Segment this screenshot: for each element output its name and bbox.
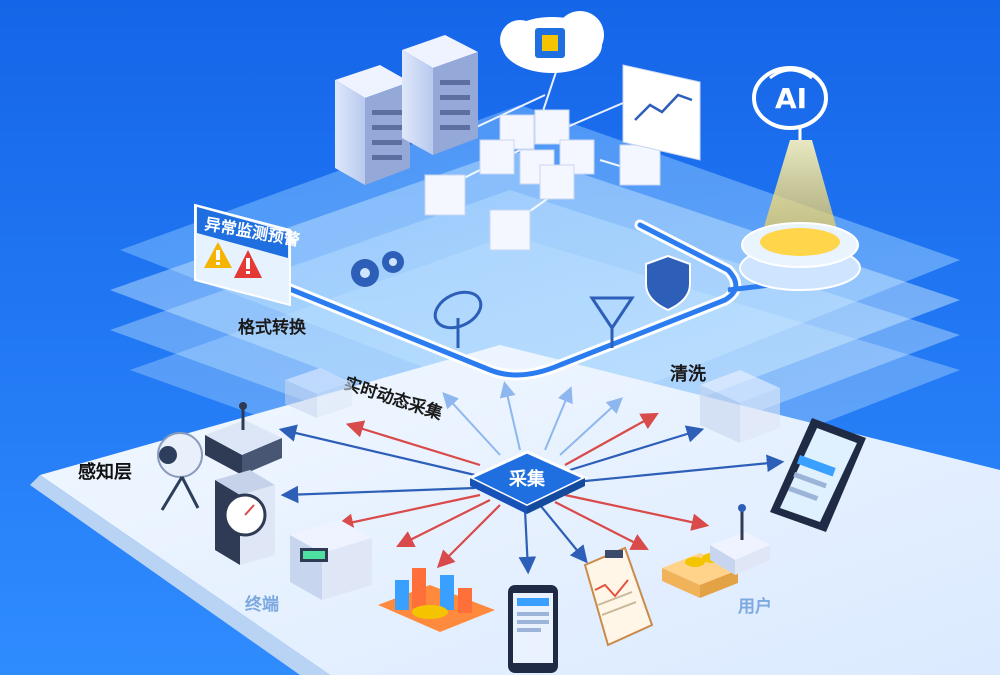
server-icon <box>402 35 478 155</box>
device-icon <box>710 504 770 575</box>
database-icon <box>700 370 780 443</box>
warning-icon <box>204 242 232 268</box>
ai-brain-icon: AI <box>752 66 828 140</box>
ai-badge-label: AI <box>775 82 807 115</box>
document-icon <box>583 546 654 647</box>
cube-icon <box>424 109 661 251</box>
collection-arrows <box>278 412 785 575</box>
shield-icon <box>645 254 691 312</box>
ai-light-beam <box>760 140 840 240</box>
user-label: 用户 <box>738 596 772 617</box>
upward-flow-arrows <box>442 381 623 456</box>
gear-icon <box>351 251 404 287</box>
router-icon <box>205 402 282 475</box>
meter-icon <box>215 470 275 565</box>
controller-icon <box>290 520 372 600</box>
collect-hub-label: 采集 <box>508 468 546 490</box>
perception-layer-label: 感知层 <box>78 461 132 483</box>
pipeline-tube-core <box>277 222 739 378</box>
filter-funnel-icon <box>589 296 635 348</box>
collect-hub: 采集 <box>466 450 589 514</box>
satellite-dish-icon <box>433 290 483 348</box>
warning-icon <box>234 250 262 278</box>
bar-chart-icon <box>378 568 495 632</box>
database-icon <box>285 368 352 418</box>
ai-pedestal <box>739 222 861 291</box>
cloud-chip-icon <box>500 11 604 73</box>
server-icon <box>335 65 410 185</box>
format-conversion-label: 格式转换 <box>238 317 307 338</box>
chart-monitor-icon <box>622 64 701 161</box>
phone-icon <box>508 585 558 673</box>
cleaning-label: 清洗 <box>670 363 706 385</box>
camera-icon <box>157 432 203 511</box>
perception-layer-edge <box>30 475 330 675</box>
phone-icon <box>770 418 866 532</box>
terminal-label: 终端 <box>245 594 279 615</box>
